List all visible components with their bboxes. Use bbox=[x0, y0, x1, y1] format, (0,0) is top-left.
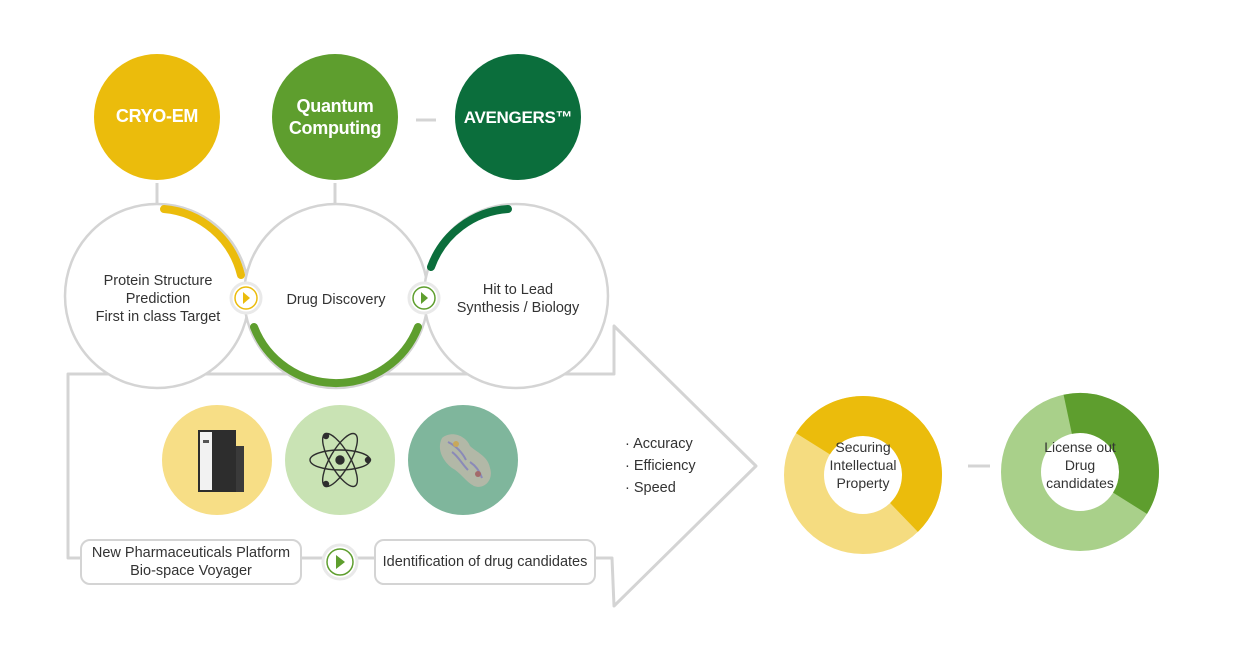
dark-green-arc bbox=[427, 205, 512, 271]
platform-box: New Pharmaceuticals Platform Bio-space V… bbox=[80, 539, 302, 585]
tech-label-cryo-em: CRYO-EM bbox=[115, 106, 199, 126]
benefit-accuracy: Accuracy bbox=[625, 433, 696, 455]
donut-segment bbox=[1063, 393, 1159, 514]
donut-segment bbox=[796, 396, 942, 532]
benefit-efficiency: Efficiency bbox=[625, 455, 696, 477]
tech-label-avengers: AVENGERS™ bbox=[463, 108, 573, 127]
yellow-arc bbox=[160, 205, 245, 279]
stage-label-hit-to-lead: Hit to Lead Synthesis / Biology bbox=[456, 282, 580, 316]
green-arc bbox=[250, 323, 422, 388]
license-donut-chart bbox=[1001, 393, 1159, 551]
microscope-drawing bbox=[198, 430, 244, 492]
ip-donut-chart bbox=[784, 396, 942, 554]
cryo-em-circle bbox=[94, 54, 220, 180]
protein-drawing bbox=[439, 434, 491, 487]
atom-drawing bbox=[309, 432, 372, 488]
next-arrow-icon-green bbox=[407, 281, 441, 315]
benefit-speed: Speed bbox=[625, 477, 696, 499]
tech-label-quantum-computing: Quantum Computing bbox=[288, 96, 382, 138]
next-arrow-icon-platform bbox=[321, 543, 359, 581]
stage-label-protein-structure: Protein Structure Prediction First in cl… bbox=[95, 273, 221, 325]
stage-label-drug-discovery: Drug Discovery bbox=[286, 292, 386, 308]
outcome-label-license: License out Drug candidates bbox=[1044, 439, 1116, 491]
benefits-list: Accuracy Efficiency Speed bbox=[625, 433, 696, 499]
next-arrow-icon-yellow bbox=[229, 281, 263, 315]
avengers-circle bbox=[455, 54, 581, 180]
quantum-computing-circle bbox=[272, 54, 398, 180]
result-box: Identification of drug candidates bbox=[374, 539, 596, 585]
outcome-label-ip: Securing Intellectual Property bbox=[829, 439, 897, 491]
